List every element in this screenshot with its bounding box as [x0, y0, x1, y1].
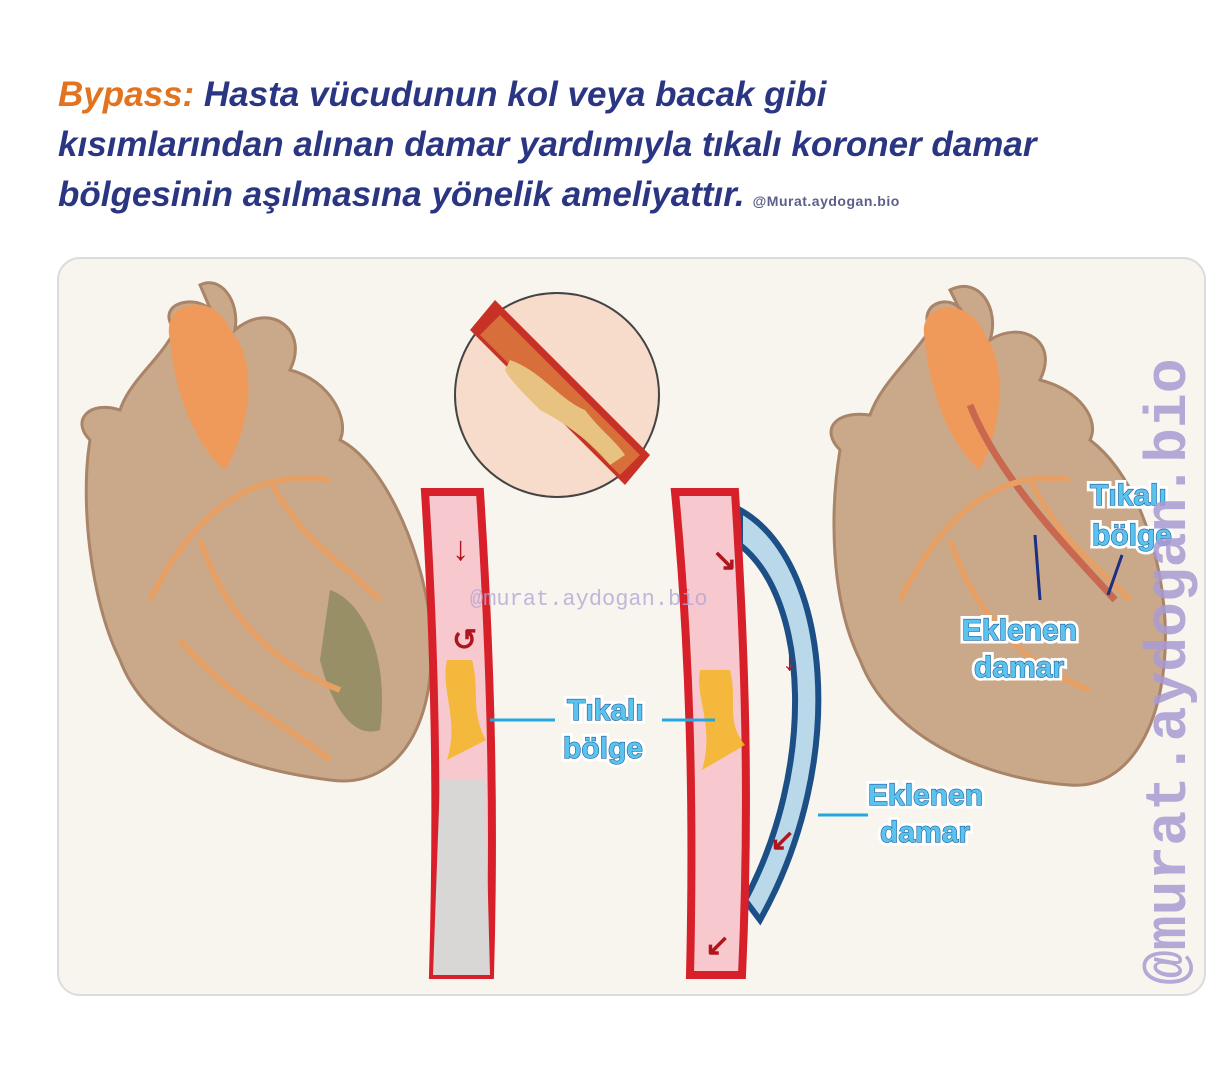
down-arrow-icon: ↙: [770, 824, 795, 857]
heart-bypassed: [829, 284, 1167, 787]
label-heart-graft-line2: damar: [974, 651, 1064, 684]
svg-text:Eklenen: Eklenen: [868, 779, 983, 812]
label-blocked-line2: bölge: [563, 732, 643, 765]
down-arrow-icon: ↓: [452, 530, 469, 568]
label-heart-blocked-line1: Tıkalı: [1090, 479, 1167, 512]
bypassed-vessel: ↘ ↓ ↙ ↙: [670, 488, 822, 979]
svg-text:bölge: bölge: [563, 732, 643, 765]
label-blocked-line1: Tıkalı: [567, 694, 644, 727]
caption-line-3: bölgesinin aşılmasına yönelik ameliyattı…: [58, 175, 745, 214]
label-graft-line2: damar: [880, 816, 970, 849]
down-arrow-icon: ↓: [782, 644, 797, 677]
caption-credit: @Murat.aydogan.bio: [752, 193, 900, 209]
down-arrow-icon: ↘: [712, 544, 737, 577]
svg-text:damar: damar: [880, 816, 970, 849]
artery-closeup: [454, 292, 660, 498]
center-watermark: @murat.aydogan.bio: [470, 587, 708, 612]
blocked-vessel: ↓ ↺: [420, 488, 496, 979]
label-graft-line1: Eklenen: [868, 779, 983, 812]
svg-text:damar: damar: [974, 651, 1064, 684]
svg-text:Tıkalı: Tıkalı: [1090, 479, 1167, 512]
vertical-watermark: @murat.aydogan.bio: [1138, 358, 1203, 985]
caption-line-2: kısımlarından alınan damar yardımıyla tı…: [58, 125, 1037, 164]
caption-line-1: Hasta vücudunun kol veya bacak gibi: [203, 75, 827, 114]
caption-keyword: Bypass:: [58, 75, 195, 114]
label-heart-blocked-line2: bölge: [1092, 519, 1172, 552]
caption: Bypass: Hasta vücudunun kol veya bacak g…: [58, 70, 1228, 226]
return-arrow-icon: ↺: [452, 624, 477, 657]
svg-text:Eklenen: Eklenen: [962, 614, 1077, 647]
label-heart-graft-line1: Eklenen: [962, 614, 1077, 647]
svg-text:bölge: bölge: [1092, 519, 1172, 552]
heart-blocked: [80, 281, 433, 783]
down-arrow-icon: ↙: [705, 929, 730, 962]
svg-text:Tıkalı: Tıkalı: [567, 694, 644, 727]
